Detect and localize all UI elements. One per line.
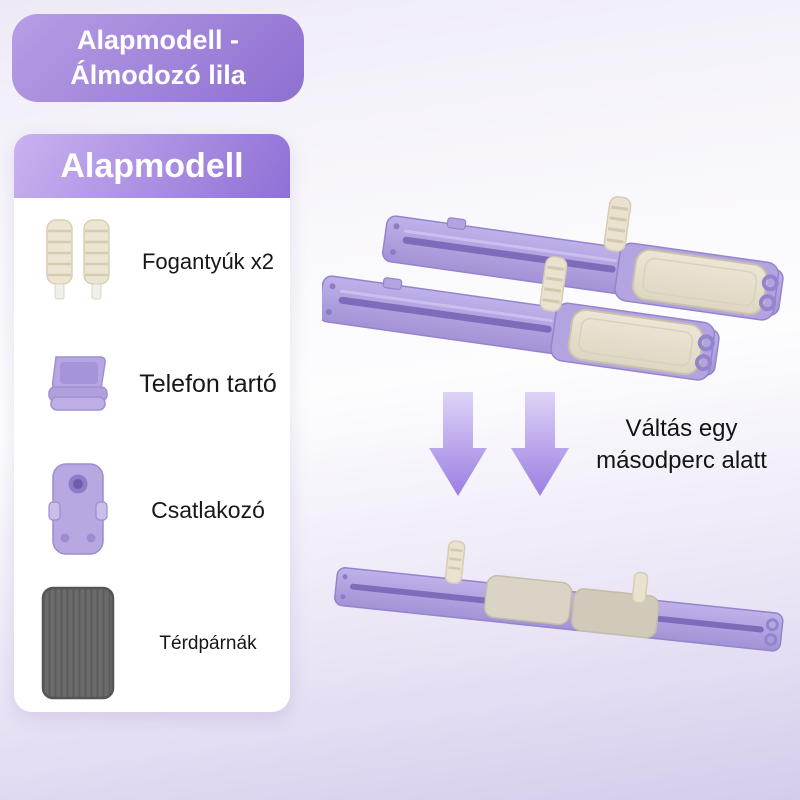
foam-handles-icon: [22, 218, 134, 306]
down-arrows-icon: [429, 392, 569, 496]
part-label-knee-pad: Térdpárnák: [159, 633, 257, 655]
banner-line-2: Álmodozó lila: [70, 60, 246, 90]
phone-holder-icon: [22, 354, 134, 416]
down-arrow-icon: [511, 392, 569, 496]
folded-product-image: [334, 540, 784, 652]
connector-image: [48, 463, 108, 555]
knee-pad-image: [41, 586, 115, 700]
banner-line-1: Alapmodell -: [76, 25, 239, 56]
parts-card-header: Alapmodell: [14, 134, 290, 198]
transition-caption: Váltás egy másodperc alatt: [578, 413, 785, 476]
caption-line-1: Váltás egy: [625, 415, 738, 442]
part-label-handles: Fogantyúk x2: [141, 249, 275, 275]
part-label-phone-holder: Telefon tartó: [139, 370, 277, 399]
foam-handles-image: [46, 219, 110, 300]
title-banner: Alapmodell - Álmodozó lila: [12, 14, 304, 102]
connector-icon: [22, 460, 134, 560]
down-arrow-icon: [429, 392, 487, 496]
phone-holder-image: [48, 356, 108, 411]
unfolded-product-image: [322, 165, 794, 385]
knee-pad-icon: [22, 584, 134, 704]
part-item-phone-holder: Telefon tartó: [14, 326, 290, 444]
part-label-connector: Csatlakozó: [151, 496, 265, 523]
part-item-connector: Csatlakozó: [14, 444, 290, 576]
part-item-handles: Fogantyúk x2: [14, 198, 290, 326]
part-item-knee-pad: Térdpárnák: [14, 576, 290, 712]
parts-card: Alapmodell Fogantyúk x2: [14, 134, 290, 712]
caption-line-2: másodperc alatt: [596, 446, 767, 474]
